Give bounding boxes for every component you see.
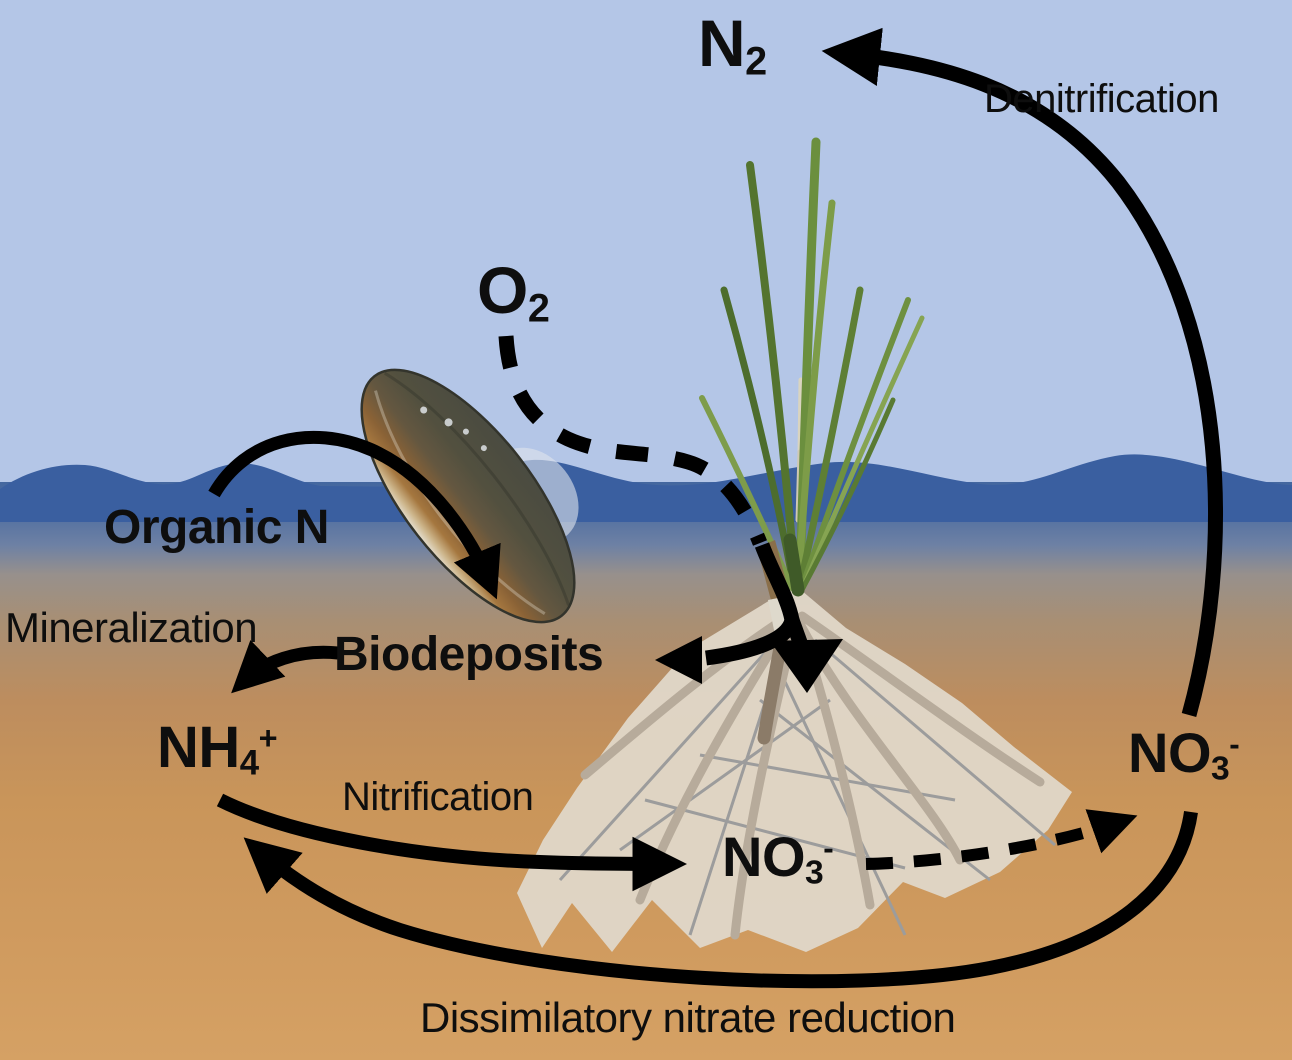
label-no3-sediment: NO3- (722, 825, 834, 892)
label-organic-n: Organic N (104, 501, 329, 554)
process-arrows (208, 27, 1223, 989)
shell-specks (420, 406, 487, 452)
label-nitrification: Nitrification (342, 775, 534, 819)
label-n2: N2 (698, 6, 767, 84)
arrowhead-to-biodeposits (655, 636, 702, 684)
arrowhead-into-roots (770, 639, 843, 693)
mussel-photo (360, 368, 579, 624)
label-o2: O2 (477, 253, 550, 331)
label-nh4: NH4+ (157, 715, 278, 783)
sky-background (0, 0, 1292, 492)
label-denitrification: Denitrification (984, 77, 1219, 121)
arrow-denitrification (821, 27, 1223, 718)
arrow-mineralization (231, 639, 339, 694)
label-dissimilatory-nitrate-reduction: Dissimilatory nitrate reduction (420, 994, 956, 1041)
label-mineralization: Mineralization (5, 604, 258, 651)
water-surface-waves (0, 454, 1292, 522)
arrow-nitrification (216, 793, 688, 892)
arrow-dissimilatory (243, 810, 1198, 989)
dashed-arrow-oxygen (498, 335, 767, 546)
label-biodeposits: Biodeposits (334, 628, 604, 681)
arrow-organic-n-to-biodeposits (208, 430, 501, 600)
seagrass-illustration (699, 137, 925, 640)
label-no3-porewater: NO3- (1128, 721, 1240, 788)
